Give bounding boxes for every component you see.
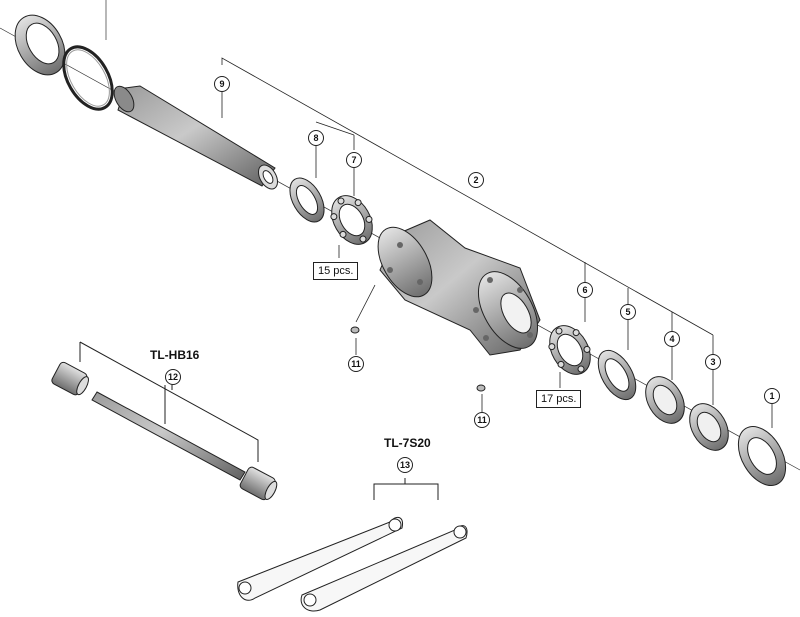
callout-12: 12 xyxy=(165,369,181,385)
bearing-left-part xyxy=(330,195,373,245)
callout-13: 13 xyxy=(397,457,413,473)
dust-cap-ring-part xyxy=(597,349,637,401)
callout-4: 4 xyxy=(664,331,680,347)
ball-part-right xyxy=(476,384,486,392)
ball-part-left xyxy=(350,326,360,334)
leader-lines xyxy=(221,57,773,428)
axle-tool-tl-hb16 xyxy=(51,341,278,501)
callout-3: 3 xyxy=(705,354,721,370)
end-cap-part xyxy=(737,426,787,486)
callout-1: 1 xyxy=(764,388,780,404)
callout-8: 8 xyxy=(308,130,324,146)
bearing-right-part xyxy=(548,325,591,375)
callout-7: 7 xyxy=(346,152,362,168)
qty-left-bearing: 15 pcs. xyxy=(313,262,359,280)
lock-nut-part xyxy=(689,403,729,451)
hub-body-part xyxy=(377,219,541,356)
callout-11-right: 11 xyxy=(474,412,490,428)
lockring-left xyxy=(14,14,66,76)
snap-ring xyxy=(62,45,114,111)
axle-part xyxy=(113,85,278,190)
qty-right-bearing: 17 pcs. xyxy=(536,390,582,408)
tool-label-tl-7s20: TL-7S20 xyxy=(384,436,431,450)
callout-9: 9 xyxy=(214,76,230,92)
cone-part xyxy=(645,376,685,424)
callout-6: 6 xyxy=(577,282,593,298)
callout-5: 5 xyxy=(620,304,636,320)
spacer-ring-part xyxy=(289,177,325,223)
tool-label-tl-hb16: TL-HB16 xyxy=(150,348,200,362)
callout-2: 2 xyxy=(468,172,484,188)
wrench-tool-tl-7s20 xyxy=(237,478,468,612)
callout-11-left: 11 xyxy=(348,356,364,372)
